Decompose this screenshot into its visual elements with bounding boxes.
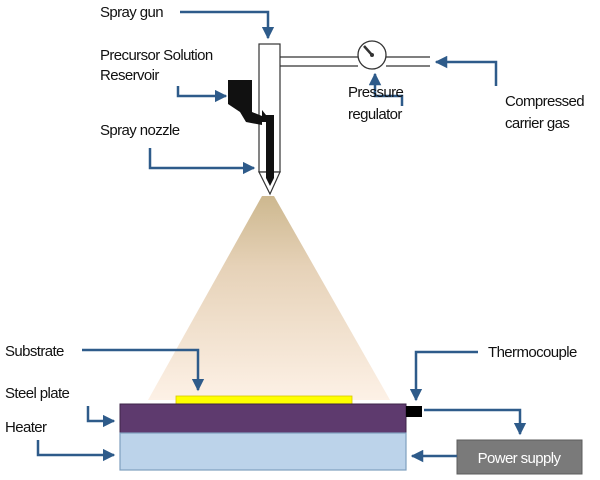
label-heater: Heater	[5, 419, 47, 436]
gas-line	[280, 56, 430, 67]
label-pressure-line2: regulator	[348, 106, 402, 123]
label-pressure-line1: Pressure	[348, 84, 403, 101]
label-thermocouple: Thermocouple	[488, 344, 577, 361]
arrow-spray-nozzle	[148, 148, 256, 175]
arrow-reservoir	[176, 86, 228, 103]
nozzle-inlet	[262, 110, 274, 122]
power-supply-label: Power supply	[478, 450, 562, 467]
arrow-heater	[36, 440, 116, 462]
nozzle-channel	[266, 115, 274, 186]
label-steel-plate: Steel plate	[5, 385, 70, 402]
label-spray-nozzle: Spray nozzle	[100, 122, 180, 139]
arrow-to-power-supply	[424, 408, 527, 436]
spray-gun	[258, 43, 281, 196]
leader-arrows	[36, 10, 527, 463]
pressure-gauge	[357, 40, 387, 70]
arrow-compressed-gas	[434, 55, 498, 86]
arrow-pressure-regulator	[368, 72, 404, 106]
power-supply: Power supply	[456, 439, 583, 475]
label-gas-line1: Compressed	[505, 93, 584, 110]
label-reservoir-line2: Reservoir	[100, 67, 159, 84]
thermocouple-sensor	[406, 406, 422, 417]
precursor-reservoir	[228, 80, 262, 125]
label-substrate: Substrate	[5, 343, 64, 360]
heater-block	[119, 432, 407, 471]
arrow-steel-plate	[86, 406, 116, 428]
spray-cone	[148, 196, 390, 400]
arrow-thermocouple	[409, 350, 478, 402]
label-spray-gun: Spray gun	[100, 4, 163, 21]
substrate-layer	[175, 395, 353, 405]
label-gas-line2: carrier gas	[505, 115, 569, 132]
label-reservoir-line1: Precursor Solution	[100, 47, 213, 64]
steel-plate	[119, 403, 407, 434]
arrow-spray-gun	[180, 10, 275, 40]
arrow-substrate	[82, 348, 205, 392]
